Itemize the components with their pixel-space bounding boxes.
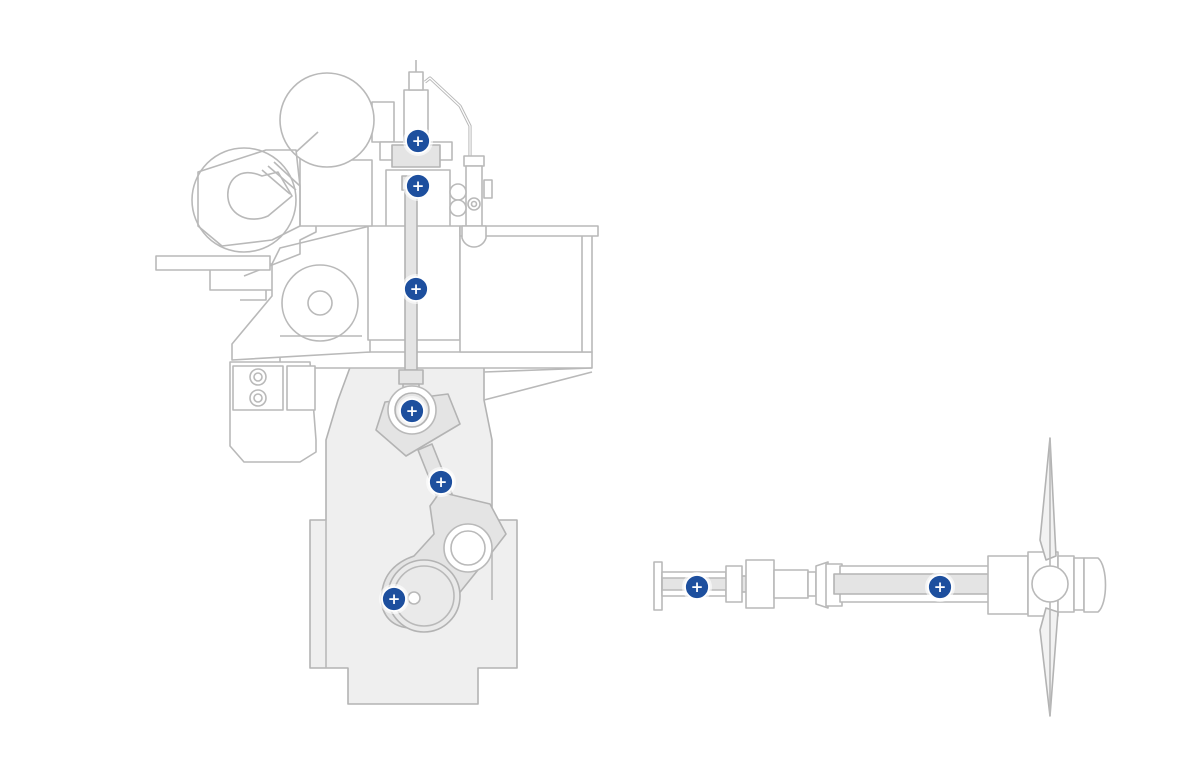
- shaft-line-drawing: [653, 437, 1107, 717]
- scavenge-cooler: [281, 264, 359, 342]
- hotspot-connecting-rod[interactable]: +: [426, 467, 456, 497]
- hotspot-plus-icon: +: [388, 590, 401, 608]
- hotspot-plus-icon: +: [691, 578, 704, 596]
- hotspot-plus-icon: +: [412, 132, 425, 150]
- hotspot-plus-icon: +: [435, 473, 448, 491]
- propeller-blade-lower: [1039, 607, 1059, 717]
- air-intake-bulb: [227, 171, 293, 220]
- hotspot-plus-icon: +: [410, 280, 423, 298]
- hotspot-piston-rod[interactable]: +: [401, 274, 431, 304]
- hotspot-plus-icon: +: [934, 578, 947, 596]
- hotspot-crosshead[interactable]: +: [397, 396, 427, 426]
- hotspot-plus-icon: +: [412, 177, 425, 195]
- engine-drawing: [155, 60, 599, 705]
- intermediate-bearing: [745, 559, 775, 609]
- hotspot-thrust-shaft[interactable]: +: [682, 572, 712, 602]
- hotspot-propeller-shaft[interactable]: +: [925, 572, 955, 602]
- turbocharger: [279, 72, 375, 168]
- hotspot-layer: + + + + + + +: [379, 126, 955, 614]
- hotspot-fuel-pump-top[interactable]: +: [403, 126, 433, 156]
- hotspot-crankshaft[interactable]: +: [379, 584, 409, 614]
- propeller-hub: [1031, 565, 1069, 603]
- hotspot-plus-icon: +: [406, 402, 419, 420]
- crankcase: [309, 361, 518, 705]
- propeller-blade-upper: [1039, 437, 1057, 561]
- thrust-flange: [653, 561, 663, 611]
- hotspot-valve-stem[interactable]: +: [403, 171, 433, 201]
